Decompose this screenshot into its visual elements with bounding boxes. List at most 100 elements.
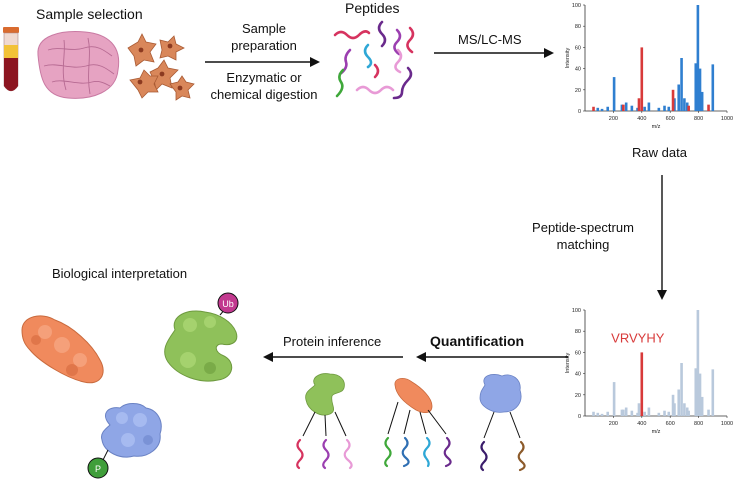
y-tick-label: 40 xyxy=(575,67,581,73)
spectrum-peak xyxy=(620,409,624,416)
ms-lcms-label: MS/LC-MS xyxy=(458,32,522,47)
ubiquitin-badge: Ub xyxy=(217,292,239,316)
spectrum-peak xyxy=(663,410,666,416)
spectrum-peak xyxy=(647,102,651,111)
spectrum-peak xyxy=(640,47,644,111)
spectrum-peak xyxy=(636,107,639,111)
spectrum-peak xyxy=(657,107,661,111)
y-tick-label: 100 xyxy=(572,308,581,314)
spectrum-peak xyxy=(624,407,628,416)
y-tick-label: 60 xyxy=(575,350,581,356)
cells-icon xyxy=(127,33,195,101)
spectrum-peak xyxy=(685,102,689,111)
y-tick-label: 20 xyxy=(575,393,581,399)
blue-protein-icon xyxy=(101,403,162,458)
peptides-icon xyxy=(333,20,415,100)
y-tick-label: 40 xyxy=(575,372,581,378)
peptide-sequence-annotation: VRVYHY xyxy=(611,330,665,345)
spectrum-peak xyxy=(647,407,651,416)
x-tick-label: 400 xyxy=(637,421,646,427)
digestion-label-line2: chemical digestion xyxy=(210,87,318,102)
spectrum-peak xyxy=(687,410,690,416)
green-protein-icon xyxy=(164,310,238,382)
spectrum-peak xyxy=(696,310,700,416)
protein-inference-label: Protein inference xyxy=(283,334,382,349)
spectrum-peak xyxy=(600,413,604,416)
orange-protein-icon xyxy=(21,315,104,384)
spectrum-peak xyxy=(671,394,675,416)
x-tick-label: 1000 xyxy=(721,421,733,427)
inference-green-protein-icon xyxy=(296,373,353,470)
p-label: P xyxy=(95,464,101,474)
spectrum-peak xyxy=(683,98,686,111)
x-tick-label: 600 xyxy=(666,116,675,122)
spectrum-peak xyxy=(622,409,625,416)
y-tick-label: 60 xyxy=(575,45,581,51)
spectrum-peak xyxy=(667,411,671,416)
y-axis-label: Intensity xyxy=(565,353,571,374)
spectrum-peak xyxy=(711,369,715,416)
spectrum-peak xyxy=(663,105,666,111)
x-tick-label: 200 xyxy=(609,421,618,427)
spectrum-peak xyxy=(637,98,641,111)
spectrum-peak xyxy=(700,91,704,111)
spectrum-peak xyxy=(622,104,625,111)
spectrum-peak xyxy=(687,105,690,111)
biological-interpretation-label: Biological interpretation xyxy=(52,266,188,281)
spectrum-peak xyxy=(596,412,600,416)
phosphate-badge: P xyxy=(87,449,109,479)
spectrum-peak xyxy=(630,105,634,111)
spectrum-peak xyxy=(700,396,704,416)
spectrum-peak xyxy=(683,403,686,416)
x-tick-label: 200 xyxy=(609,116,618,122)
digestion-label-line1: Enzymatic or xyxy=(226,70,302,85)
spectrum-peak xyxy=(620,104,624,111)
spectrum-peak xyxy=(612,77,616,111)
tissue-section-icon xyxy=(37,31,120,99)
spectrum-peak xyxy=(696,5,700,111)
spectrum-peak xyxy=(673,98,676,111)
y-tick-label: 80 xyxy=(575,329,581,335)
inference-blue-protein-icon xyxy=(479,374,526,472)
spectrum-peak xyxy=(637,403,641,416)
spectrum-peak xyxy=(677,389,681,416)
spectrum-peak xyxy=(694,63,698,111)
x-tick-label: 400 xyxy=(637,116,646,122)
spectrum-peak xyxy=(592,106,595,111)
peptides-label: Peptides xyxy=(345,0,400,16)
spectrum-peak xyxy=(624,102,628,111)
spectrum-peak xyxy=(606,411,610,416)
spectrum-peak xyxy=(606,106,610,111)
x-tick-label: 800 xyxy=(694,116,703,122)
spectrum-peak xyxy=(643,411,646,416)
sample-selection-label: Sample selection xyxy=(36,6,143,22)
y-axis-label: Intensity xyxy=(565,48,571,69)
spectrum-peak xyxy=(636,412,639,416)
inference-orange-protein-icon xyxy=(384,378,452,468)
x-axis-label: m/z xyxy=(652,124,661,130)
y-tick-label: 0 xyxy=(578,109,581,115)
y-tick-label: 100 xyxy=(572,3,581,9)
spectrum-peak xyxy=(694,368,698,416)
spectrum-peak xyxy=(680,363,683,416)
x-tick-label: 800 xyxy=(694,421,703,427)
spectrum-peak xyxy=(707,104,710,111)
spectrum-peak xyxy=(640,352,644,416)
sample-preparation-label-line1: Sample xyxy=(241,21,287,36)
spectrum-peak xyxy=(707,409,710,416)
spectrum-peak xyxy=(596,107,600,111)
y-tick-label: 20 xyxy=(575,88,581,94)
psm-label-line1: Peptide-spectrum xyxy=(532,220,634,235)
spectrum-peak xyxy=(671,89,675,111)
sample-preparation-label-line2: preparation xyxy=(231,38,297,53)
spectrum-peak xyxy=(685,407,689,416)
spectrum-peak xyxy=(667,106,671,111)
raw-data-label: Raw data xyxy=(632,145,687,160)
spectrum-peak xyxy=(677,84,681,111)
spectrum-peak xyxy=(600,108,604,111)
quantification-label: Quantification xyxy=(430,333,525,349)
spectrum-peak xyxy=(630,410,634,416)
